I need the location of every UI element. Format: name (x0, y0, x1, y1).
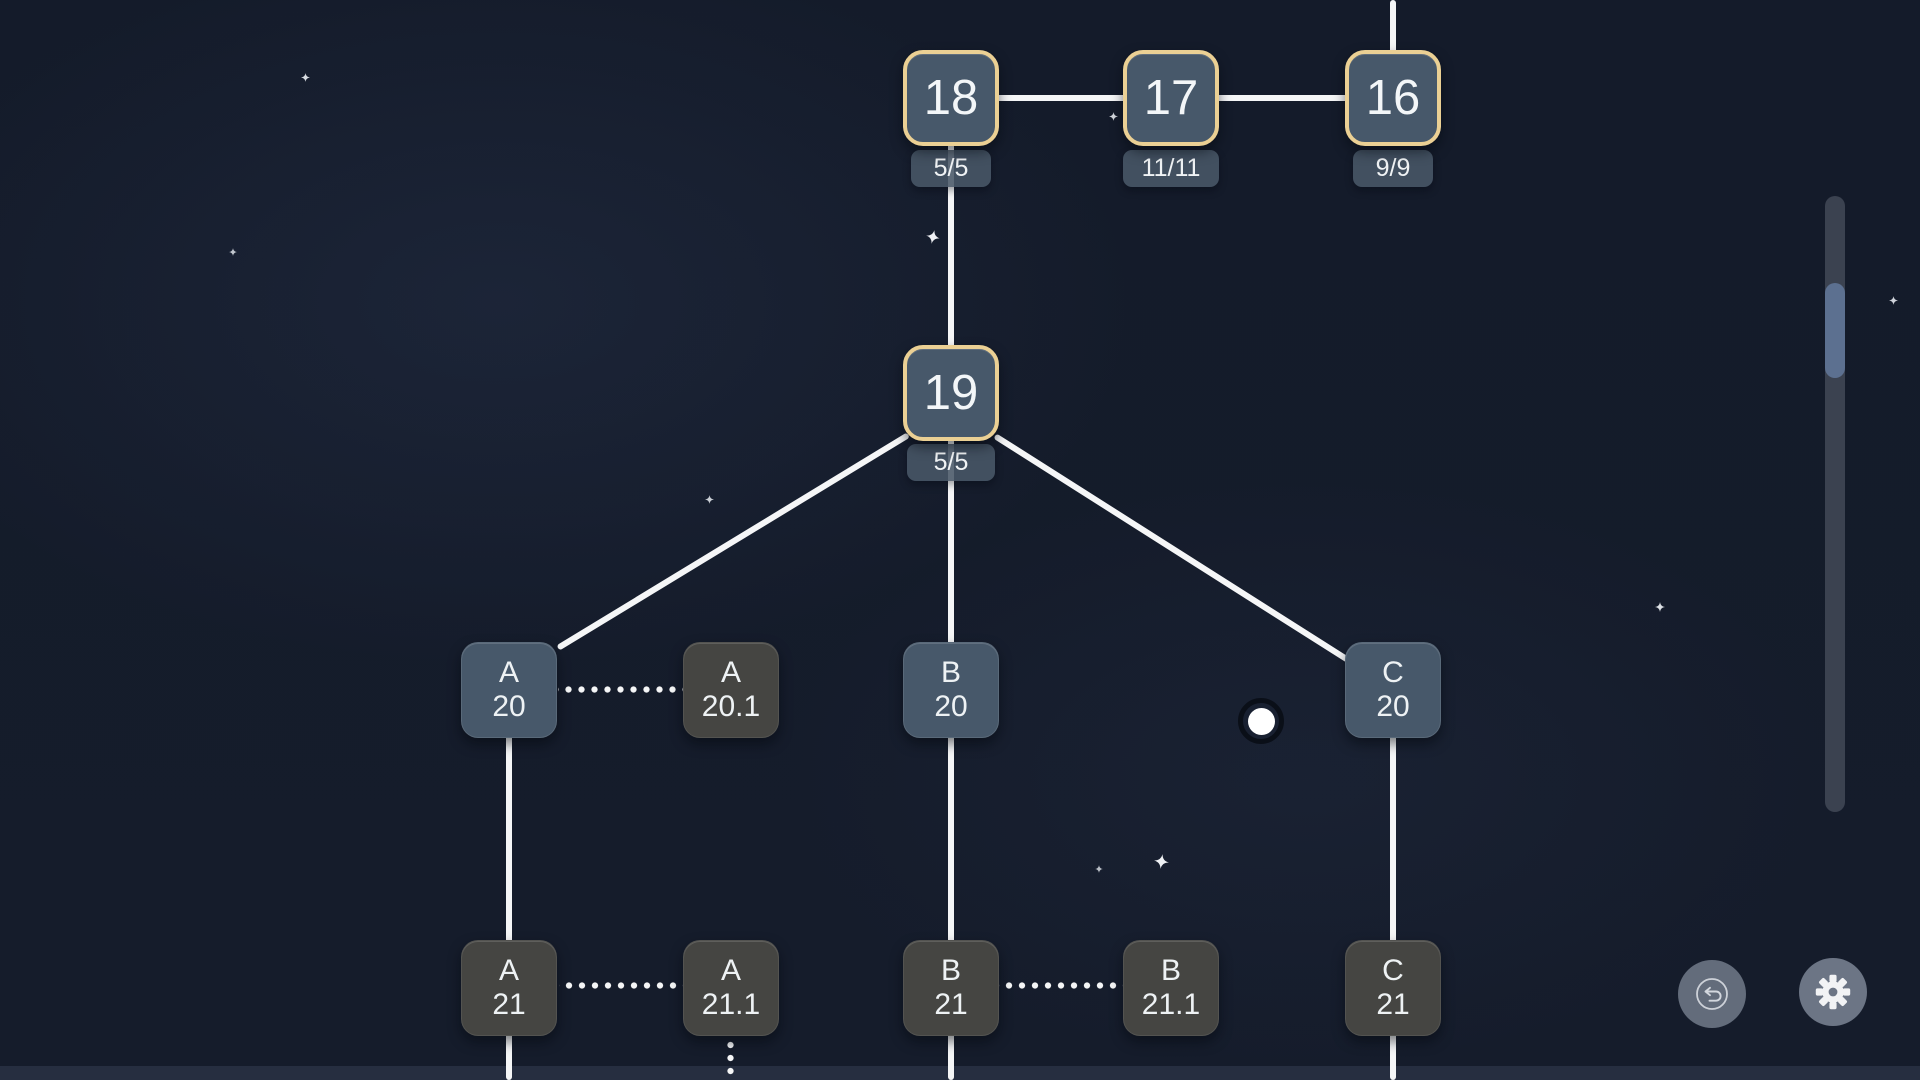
level-node-c20[interactable]: C 20 (1345, 642, 1441, 738)
level-node-c21[interactable]: C 21 (1345, 940, 1441, 1036)
sparkle-icon (926, 230, 940, 244)
chapter-node-17-label: 17 (1143, 71, 1199, 125)
chapter-node-19[interactable]: 19 (903, 345, 999, 441)
sparkle-icon (1889, 296, 1898, 305)
level-node-b20-number: 20 (934, 690, 968, 723)
progress-badge-17: 11/11 (1123, 150, 1219, 187)
undo-arrow-icon (1696, 978, 1728, 1010)
progress-badge-16: 9/9 (1353, 150, 1433, 187)
level-node-a21-number: 21 (492, 988, 526, 1021)
sparkle-icon (1154, 854, 1169, 869)
sparkle-icon (1655, 602, 1665, 612)
map-scrollbar-track[interactable] (1825, 196, 1845, 812)
chapter-node-16-label: 16 (1365, 71, 1421, 125)
settings-button[interactable] (1799, 958, 1867, 1026)
level-node-b21-letter: B (940, 954, 961, 987)
dotted-connector-below-a21_1 (727, 1036, 734, 1080)
sparkle-icon (229, 248, 237, 256)
bottom-gradient-band (0, 1066, 1920, 1080)
level-node-a21-letter: A (498, 954, 519, 987)
level-node-b20-letter: B (940, 656, 961, 689)
connector-line-below-b21 (948, 1032, 954, 1080)
level-node-b21-number: 21 (934, 988, 968, 1021)
chapter-node-16[interactable]: 16 (1345, 50, 1441, 146)
level-node-b20[interactable]: B 20 (903, 642, 999, 738)
connector-line-19-c20 (993, 433, 1351, 664)
sparkle-icon (705, 495, 714, 504)
undo-button[interactable] (1678, 960, 1746, 1028)
dotted-connector-b21-b21_1 (997, 982, 1125, 989)
connector-line-18-17 (996, 95, 1127, 101)
level-node-a20_1-letter: A (720, 656, 741, 689)
chapter-node-17[interactable]: 17 (1123, 50, 1219, 146)
chapter-node-18-label: 18 (923, 71, 979, 125)
connector-line-b20-b21 (948, 734, 954, 946)
connector-line-18-19 (948, 140, 954, 351)
connector-line-a20-a21 (506, 734, 512, 946)
level-node-a20_1[interactable]: A 20.1 (683, 642, 779, 738)
sparkle-icon (1109, 112, 1118, 121)
dotted-connector-a21-a21_1 (559, 982, 683, 989)
chapter-node-19-label: 19 (923, 366, 979, 420)
progress-badge-18: 5/5 (911, 150, 991, 187)
level-node-a20-letter: A (498, 656, 519, 689)
connector-line-17-16 (1215, 95, 1349, 101)
dotted-connector-a20-a20_1 (558, 686, 683, 693)
level-node-a20-number: 20 (492, 690, 526, 723)
level-node-b21_1-number: 21.1 (1141, 988, 1201, 1021)
connector-line-below-c21 (1390, 1032, 1396, 1080)
gear-icon (1815, 974, 1851, 1010)
sparkle-icon (301, 73, 310, 82)
connector-line-below-a21 (506, 1032, 512, 1080)
level-node-a21[interactable]: A 21 (461, 940, 557, 1036)
level-node-c20-letter: C (1382, 656, 1404, 689)
connector-line-above-16 (1390, 0, 1396, 56)
level-node-c20-number: 20 (1376, 690, 1410, 723)
connector-line-c20-c21 (1390, 734, 1396, 946)
level-node-c21-number: 21 (1376, 988, 1410, 1021)
connector-line-19-a20 (556, 432, 910, 651)
level-node-a21_1-letter: A (720, 954, 741, 987)
level-node-c21-letter: C (1382, 954, 1404, 987)
level-node-b21_1[interactable]: B 21.1 (1123, 940, 1219, 1036)
level-node-a20[interactable]: A 20 (461, 642, 557, 738)
level-node-a21_1-number: 21.1 (701, 988, 761, 1021)
level-node-b21[interactable]: B 21 (903, 940, 999, 1036)
map-scrollbar-thumb[interactable] (1825, 283, 1845, 378)
level-node-a21_1[interactable]: A 21.1 (683, 940, 779, 1036)
level-node-a20_1-number: 20.1 (701, 690, 761, 723)
progress-badge-19: 5/5 (907, 444, 995, 481)
player-marker-dot (1248, 708, 1275, 735)
level-node-b21_1-letter: B (1160, 954, 1181, 987)
connector-line-19-b20 (948, 436, 954, 648)
player-marker-ring (1238, 698, 1284, 744)
sparkle-icon (1095, 865, 1103, 873)
chapter-node-18[interactable]: 18 (903, 50, 999, 146)
